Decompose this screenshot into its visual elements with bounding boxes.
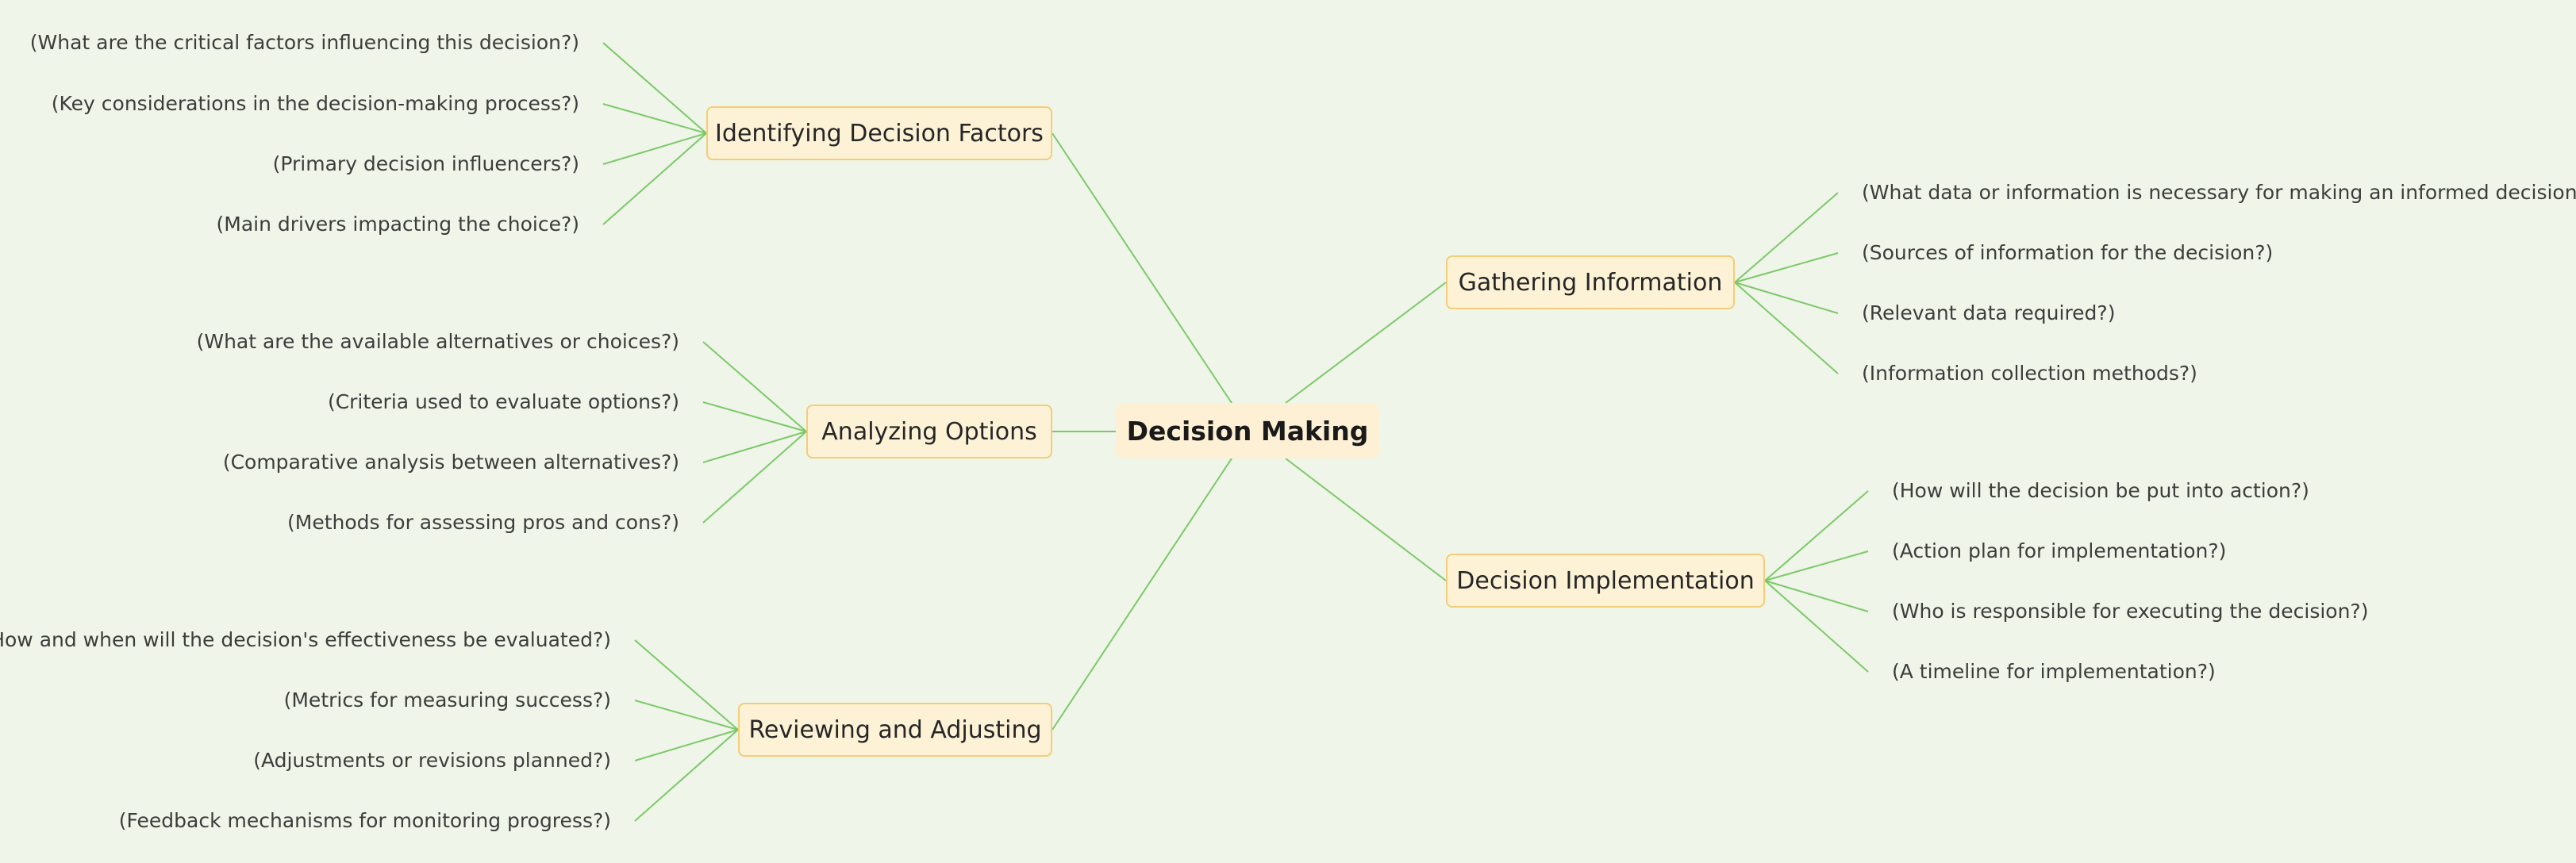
leaf-item: (Main drivers impacting the choice?) xyxy=(216,213,580,236)
leaf-connector xyxy=(1764,490,1869,581)
leaf-item: (Comparative analysis between alternativ… xyxy=(222,451,679,474)
branch-label: Analyzing Options xyxy=(821,417,1037,446)
leaf-connector xyxy=(634,729,739,761)
leaf-connector xyxy=(602,132,707,225)
leaf-connector xyxy=(702,341,807,432)
leaf-item: (Action plan for implementation?) xyxy=(1892,539,2227,562)
leaf-connector xyxy=(702,401,807,432)
branch-label: Decision Implementation xyxy=(1456,566,1755,595)
leaf-item: (Adjustments or revisions planned?) xyxy=(253,749,611,772)
branch-identifying-decision-factors[interactable]: Identifying Decision Factors xyxy=(706,106,1052,160)
leaf-item: (What data or information is necessary f… xyxy=(1862,181,2576,204)
leaf-item: (Who is responsible for executing the de… xyxy=(1892,600,2369,623)
leaf-connector xyxy=(1734,252,1839,283)
leaf-connector xyxy=(1764,580,1869,612)
leaf-connector xyxy=(602,103,707,134)
root-connector xyxy=(1285,282,1447,404)
leaf-item: (Primary decision influencers?) xyxy=(272,152,579,175)
leaf-connector xyxy=(1734,282,1839,314)
leaf-connector xyxy=(634,729,739,822)
branch-reviewing-and-adjusting[interactable]: Reviewing and Adjusting xyxy=(738,703,1052,757)
leaf-connector xyxy=(1764,580,1869,673)
leaf-connector xyxy=(634,700,739,731)
branch-decision-implementation[interactable]: Decision Implementation xyxy=(1446,554,1765,608)
leaf-item: (Key considerations in the decision-maki… xyxy=(51,92,579,115)
leaf-item: (Sources of information for the decision… xyxy=(1862,241,2274,264)
leaf-item: (Feedback mechanisms for monitoring prog… xyxy=(118,809,611,832)
root-label: Decision Making xyxy=(1126,415,1369,447)
leaf-connector xyxy=(702,431,807,463)
root-node[interactable]: Decision Making xyxy=(1116,403,1379,458)
root-connector xyxy=(1052,458,1232,731)
leaf-item: (What are the available alternatives or … xyxy=(196,330,679,353)
leaf-item: (What are the critical factors influenci… xyxy=(29,31,579,54)
leaf-connector xyxy=(1734,282,1839,374)
leaf-connector xyxy=(1734,192,1839,283)
leaf-item: (Methods for assessing pros and cons?) xyxy=(287,511,679,534)
leaf-connector xyxy=(602,42,707,134)
branch-label: Reviewing and Adjusting xyxy=(748,715,1042,744)
root-connector xyxy=(1285,458,1447,581)
leaf-connector xyxy=(702,431,807,524)
branch-gathering-information[interactable]: Gathering Information xyxy=(1446,255,1735,309)
branch-label: Gathering Information xyxy=(1458,268,1723,297)
branch-label: Identifying Decision Factors xyxy=(715,119,1044,148)
leaf-item: (How and when will the decision's effect… xyxy=(0,628,611,651)
leaf-connector xyxy=(602,132,707,165)
branch-analyzing-options[interactable]: Analyzing Options xyxy=(806,405,1052,458)
leaf-item: (Criteria used to evaluate options?) xyxy=(327,390,679,413)
leaf-item: (Relevant data required?) xyxy=(1862,301,2116,324)
leaf-connector xyxy=(1764,550,1869,581)
leaf-item: (Metrics for measuring success?) xyxy=(283,688,611,711)
leaf-connector xyxy=(634,639,739,731)
leaf-item: (Information collection methods?) xyxy=(1862,362,2197,385)
root-connector xyxy=(1052,132,1232,404)
leaf-item: (How will the decision be put into actio… xyxy=(1892,479,2309,502)
leaf-item: (A timeline for implementation?) xyxy=(1892,660,2216,683)
